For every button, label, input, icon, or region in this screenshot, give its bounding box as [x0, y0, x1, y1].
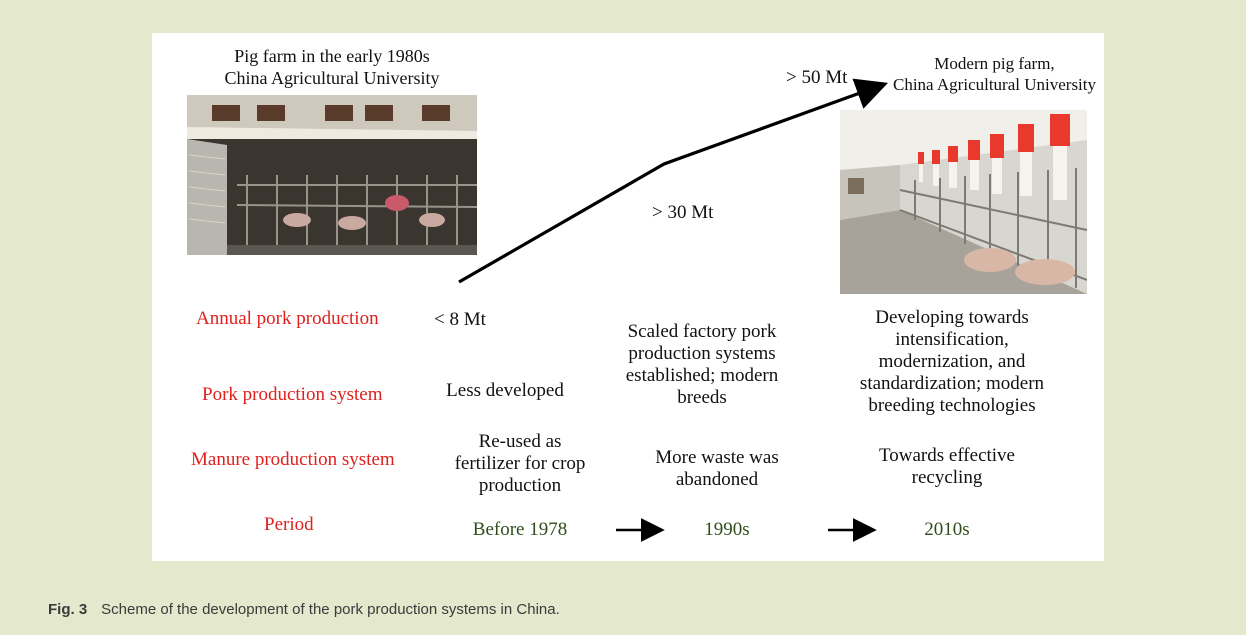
period-arrows: [616, 518, 877, 542]
production-level-mid: > 30 Mt: [652, 202, 714, 223]
col2-system-line: established; modern: [625, 365, 779, 386]
modern-farm-caption-line1: Modern pig farm,: [934, 54, 1055, 73]
col3-manure-line: recycling: [911, 467, 983, 488]
row-label-manure: Manure production system: [191, 449, 395, 470]
figure-panel: Pig farm in the early 1980s China Agricu…: [152, 33, 1104, 561]
col1-period: Before 1978: [472, 519, 568, 540]
figure-caption: Fig. 3 Scheme of the development of the p…: [48, 601, 560, 618]
col2-manure-line: More waste was: [655, 447, 779, 468]
row-label-annual: Annual pork production: [196, 308, 379, 329]
figure-caption-text: Scheme of the development of the pork pr…: [101, 601, 560, 618]
col1-system-line: Less developed: [446, 380, 564, 401]
col3-manure-line: Towards effective: [878, 445, 1015, 466]
old-farm-caption: Pig farm in the early 1980s China Agricu…: [212, 45, 452, 89]
old-pig-farm-photo: [187, 95, 477, 255]
old-farm-caption-line2: China Agricultural University: [224, 68, 440, 88]
col2-manure-line: abandoned: [675, 469, 759, 490]
col1-manure-line: fertilizer for crop: [454, 453, 586, 474]
old-farm-caption-line1: Pig farm in the early 1980s: [234, 46, 430, 66]
col2-system-line: Scaled factory pork: [627, 321, 777, 342]
trend-arrow: [458, 78, 889, 284]
col3-manure: Towards effective recycling: [842, 445, 1052, 489]
col3-system: Developing towards intensification, mode…: [812, 307, 1092, 417]
col2-system-line: production systems: [628, 343, 776, 364]
modern-farm-caption: Modern pig farm, China Agricultural Univ…: [882, 53, 1107, 95]
col2-system-line: breeds: [677, 387, 727, 408]
col3-system-line: modernization, and: [878, 351, 1026, 372]
col1-system: Less developed: [420, 380, 590, 402]
col2-period: 1990s: [704, 519, 750, 540]
figure-label: Fig. 3: [48, 601, 88, 618]
col3-system-line: Developing towards: [875, 307, 1029, 328]
col3-system-line: standardization; modern: [859, 373, 1045, 394]
production-level-high: > 50 Mt: [786, 67, 848, 88]
col3-system-line: breeding technologies: [868, 395, 1036, 416]
production-level-low: < 8 Mt: [434, 309, 486, 330]
col3-system-line: intensification,: [895, 329, 1009, 350]
row-label-period: Period: [264, 514, 314, 535]
col3-period: 2010s: [924, 519, 970, 540]
modern-pig-farm-photo: [840, 110, 1087, 294]
col1-manure: Re-used as fertilizer for crop productio…: [430, 431, 610, 497]
row-label-system: Pork production system: [202, 384, 383, 405]
col2-system: Scaled factory pork production systems e…: [597, 321, 807, 409]
col2-manure: More waste was abandoned: [622, 447, 812, 491]
col1-manure-line: Re-used as: [478, 431, 562, 452]
modern-farm-caption-line2: China Agricultural University: [892, 75, 1097, 94]
col1-manure-line: production: [478, 475, 562, 496]
